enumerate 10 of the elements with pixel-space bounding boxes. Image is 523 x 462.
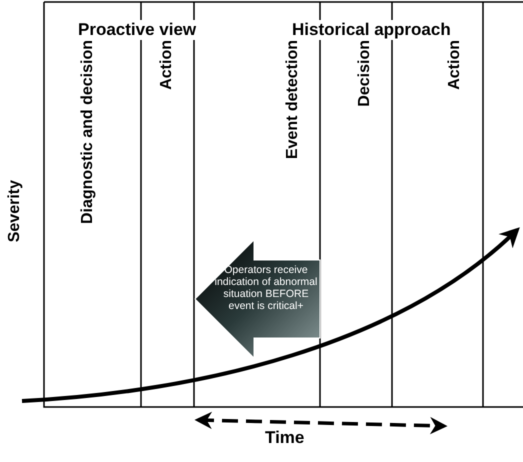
phase-label: Diagnostic and decision: [79, 40, 97, 224]
block-arrow: [194, 238, 322, 360]
column-header: Historical approach: [292, 20, 451, 40]
column-header: Proactive view: [78, 20, 196, 40]
phase-label: Event detection: [284, 40, 302, 160]
phase-label: Action: [158, 40, 176, 90]
axis-title: Severity: [6, 180, 24, 242]
phase-label: Action: [446, 40, 464, 90]
phase-label: Decision: [356, 40, 374, 107]
arrow-text: Operators receive indication of abnormal situation BEFORE event is critical+: [214, 264, 318, 312]
